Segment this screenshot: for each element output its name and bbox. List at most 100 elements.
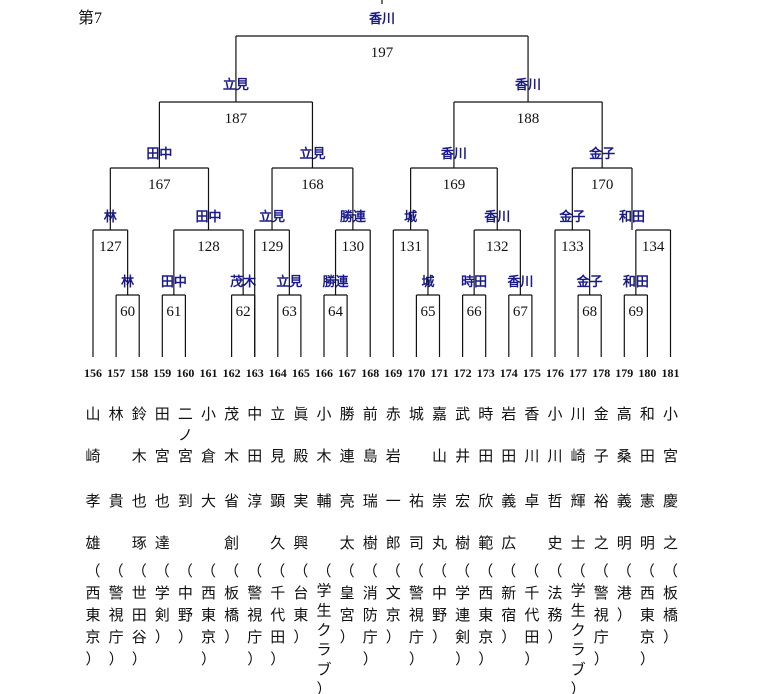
r3-match-number: 133 [561, 239, 584, 255]
player-affiliation: （学連剣） [455, 562, 470, 668]
player-affiliation: （西東京） [478, 562, 493, 668]
player-family-name: 和田 [640, 405, 655, 465]
player-family-name: 立見 [270, 405, 285, 465]
r2-match-number: 66 [467, 304, 483, 320]
player-family-name: 二ノ宮 [178, 405, 193, 465]
seed-number: 162 [223, 366, 241, 380]
player-family-name: 高桑 [617, 405, 632, 465]
seed-number: 161 [200, 366, 218, 380]
qf-match-number: 169 [443, 177, 466, 193]
player-given-name: 孝雄 [85, 492, 100, 552]
seed-number: 177 [569, 366, 587, 380]
seed-number: 173 [477, 366, 495, 380]
qf-match-number: 168 [301, 177, 324, 193]
player-affiliation: （学生クラブ） [316, 562, 331, 694]
player-affiliation: （消防庁） [363, 562, 378, 668]
player-family-name: 鈴木 [132, 405, 147, 465]
player-family-name: 中田 [247, 405, 262, 465]
seed-number: 159 [153, 366, 171, 380]
page-corner-label: 第7 [78, 10, 103, 27]
player-family-name: 勝連 [340, 405, 355, 465]
seed-number: 175 [523, 366, 541, 380]
seed-number: 181 [662, 366, 680, 380]
player-given-name: 淳 [247, 492, 262, 510]
player-family-name: 川崎 [571, 405, 586, 465]
r2-match-number: 61 [166, 304, 181, 320]
player-given-name: 也琢 [132, 492, 147, 552]
fn-winner-name: 香川 [368, 11, 395, 27]
player-family-name: 嘉山 [432, 405, 447, 465]
seed-number: 171 [431, 366, 449, 380]
r2-match-number: 65 [420, 304, 435, 320]
r2-match-number: 60 [120, 304, 135, 320]
player-family-name: 眞殿 [293, 405, 308, 465]
r3-match-number: 132 [486, 239, 509, 255]
player-given-name: 顕久 [270, 492, 285, 552]
player-given-name: 輝士 [571, 492, 586, 552]
player-given-name: 大 [201, 492, 216, 510]
player-given-name: 慶之 [663, 492, 678, 552]
player-given-name: 到 [178, 492, 193, 510]
r2-match-number: 68 [582, 304, 597, 320]
r3-match-number: 130 [342, 239, 365, 255]
r2-match-number: 62 [236, 304, 251, 320]
player-affiliation: （西東京） [201, 562, 216, 668]
player-family-name: 小倉 [201, 405, 216, 465]
player-affiliation: （中野） [432, 562, 447, 646]
player-family-name: 金子 [594, 405, 609, 465]
seed-number: 172 [454, 366, 472, 380]
player-given-name: 義明 [617, 492, 632, 552]
player-affiliation: （皇宮） [340, 562, 355, 646]
player-family-name: 小宮 [663, 405, 678, 465]
player-given-name: 瑞樹 [363, 492, 378, 552]
player-affiliation: （警視庁） [109, 562, 124, 668]
sf-match-number: 188 [517, 111, 540, 127]
player-given-name: 省創 [224, 492, 239, 552]
player-family-name: 時田 [478, 405, 493, 465]
seed-number: 156 [84, 366, 102, 380]
r3-match-number: 129 [261, 239, 284, 255]
seed-number: 178 [592, 366, 610, 380]
player-family-name: 香川 [524, 405, 539, 465]
player-given-name: 欣範 [478, 492, 493, 552]
r3-match-number: 131 [399, 239, 422, 255]
seed-number: 176 [546, 366, 564, 380]
seed-number: 158 [130, 366, 148, 380]
seed-number: 157 [107, 366, 125, 380]
qf-match-number: 170 [591, 177, 614, 193]
seed-number: 168 [361, 366, 379, 380]
player-affiliation: （世田谷） [132, 562, 147, 668]
seed-number: 180 [638, 366, 656, 380]
player-family-name: 小木 [316, 405, 331, 465]
player-affiliation: （千代田） [524, 562, 539, 668]
player-given-name: 也達 [155, 492, 170, 552]
player-given-name: 貴 [109, 492, 124, 510]
seed-number: 167 [338, 366, 356, 380]
player-affiliation: （千代田） [270, 562, 285, 668]
seed-number: 160 [176, 366, 194, 380]
player-family-name: 山崎 [85, 405, 100, 465]
player-given-name: 実興 [293, 492, 308, 552]
player-affiliation: （学剣） [155, 562, 170, 646]
player-affiliation: （西東京） [85, 562, 100, 668]
player-family-name: 茂木 [224, 405, 239, 465]
player-family-name: 岩田 [501, 405, 516, 465]
seed-number: 163 [246, 366, 264, 380]
player-given-name: 崇丸 [432, 492, 447, 552]
r2-match-number: 67 [513, 304, 529, 320]
seed-number: 169 [384, 366, 402, 380]
r3-match-number: 134 [642, 239, 665, 255]
seed-number: 164 [269, 366, 287, 380]
player-given-name: 宏樹 [455, 492, 470, 552]
player-given-name: 輔 [316, 492, 331, 510]
player-family-name: 城 [409, 405, 424, 423]
player-affiliation: （西東京） [640, 562, 655, 668]
r3-match-number: 128 [197, 239, 220, 255]
player-given-name: 憲明 [640, 492, 655, 552]
seed-number: 166 [315, 366, 333, 380]
player-family-name: 前島 [363, 405, 378, 465]
player-affiliation: （文京） [386, 562, 401, 646]
player-family-name: 武井 [455, 405, 470, 465]
player-given-name: 卓 [524, 492, 539, 510]
